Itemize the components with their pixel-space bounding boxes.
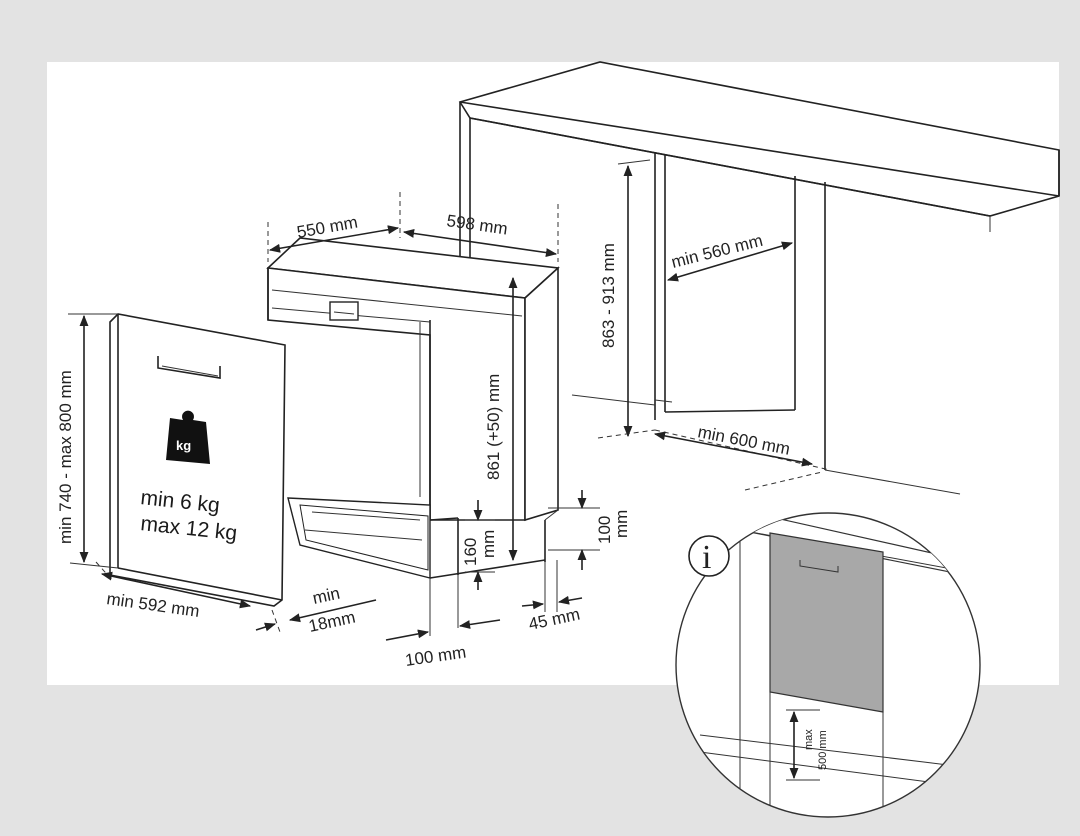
info-icon xyxy=(688,535,730,577)
niche-depth-label: min 600 mm xyxy=(696,422,791,458)
door-gap-min: min xyxy=(311,584,342,608)
detail-door-panel xyxy=(769,532,884,713)
dishwasher xyxy=(266,237,560,579)
detail-view: max 500 mm i xyxy=(675,512,981,818)
niche-width-dimension: min 560 mm xyxy=(666,231,794,282)
niche-depth-dimension: min 600 mm xyxy=(653,422,814,467)
countertop xyxy=(458,61,1060,420)
side-height-unit: mm xyxy=(612,510,631,538)
door-gap-value: 18mm xyxy=(307,608,357,636)
plinth-height-dimension: 160 mm xyxy=(461,500,498,590)
side-height-dimension: 100 mm xyxy=(548,490,631,570)
depth-label: 550 mm xyxy=(295,213,359,242)
info-symbol: i xyxy=(702,539,711,576)
weight-icon-label: kg xyxy=(176,438,191,453)
height-label: 861 (+50) mm xyxy=(484,374,503,480)
door-width-label: min 592 mm xyxy=(105,589,200,621)
weight-icon: kg xyxy=(166,410,210,464)
cabinet-height-dimension: 863 - 913 mm xyxy=(599,159,651,438)
side-height-value: 100 xyxy=(595,516,614,544)
plinth-depth-label: 100 mm xyxy=(404,643,467,670)
plinth-height-value: 160 xyxy=(461,538,480,566)
side-gap-dimension: 45 mm xyxy=(521,560,583,634)
door-handle-recess xyxy=(329,301,359,321)
width-label: 598 mm xyxy=(445,211,508,238)
cabinet-height-label: 863 - 913 mm xyxy=(599,243,618,348)
detail-max-value: 500 mm xyxy=(817,730,829,770)
door-height-dimension: min 740 - max 800 mm xyxy=(56,313,119,569)
door-handle xyxy=(157,356,221,379)
height-dimension: 861 (+50) mm xyxy=(484,276,518,562)
door-height-label: min 740 - max 800 mm xyxy=(56,370,75,544)
plinth-height-unit: mm xyxy=(479,530,498,558)
plinth-depth-dimension: 100 mm xyxy=(385,575,501,670)
side-gap-label: 45 mm xyxy=(527,605,582,634)
detail-max-label: max xyxy=(803,729,815,750)
